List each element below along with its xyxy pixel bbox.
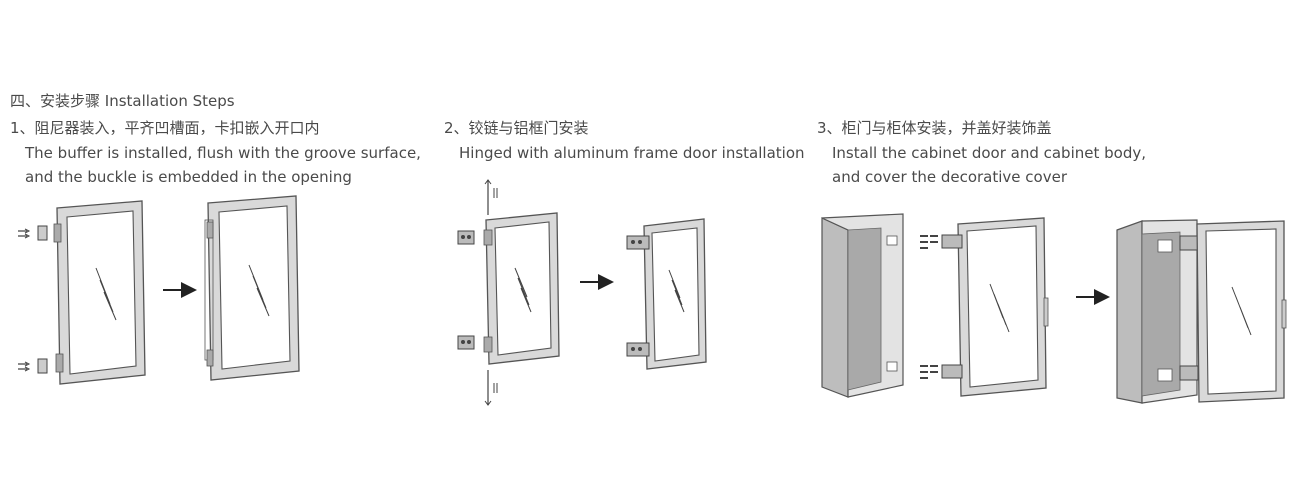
- section-heading: 四、安装步骤 Installation Steps: [10, 92, 235, 110]
- step-2-description-line-1: Hinged with aluminum frame door installa…: [459, 144, 805, 162]
- door-frame-after: [204, 195, 300, 381]
- cabinet-door-before: [941, 217, 1049, 397]
- damper-part-top: [18, 225, 48, 241]
- door-frame-before: [53, 200, 146, 385]
- step-1-description-line-2: and the buckle is embedded in the openin…: [25, 168, 352, 186]
- step-1-title: 1、阻尼器装入，平齐凹槽面，卡扣嵌入开口内: [10, 119, 320, 137]
- screw-top: [484, 179, 498, 215]
- step-1-description-line-1: The buffer is installed, flush with the …: [25, 144, 421, 162]
- step-3-title: 3、柜门与柜体安装，并盖好装饰盖: [817, 119, 1052, 137]
- aluminum-door-before: [483, 212, 560, 365]
- cabinet-assembled: [1116, 219, 1287, 404]
- step-3-illustration: [821, 213, 1287, 404]
- step-2-illustration: [457, 179, 707, 406]
- screws-top-set: [920, 235, 938, 249]
- hinge-left-bottom: [457, 335, 475, 350]
- step-1-illustration: [18, 195, 300, 385]
- step-2-title: 2、铰链与铝框门安装: [444, 119, 589, 137]
- step-3-description-line-2: and cover the decorative cover: [832, 168, 1067, 186]
- aluminum-door-after: [626, 218, 707, 370]
- cabinet-body-before: [821, 213, 904, 398]
- hinge-left-top: [457, 230, 475, 245]
- step-3-description-line-1: Install the cabinet door and cabinet bod…: [832, 144, 1146, 162]
- screws-bottom-set: [920, 365, 938, 379]
- screw-bottom: [484, 370, 498, 406]
- damper-part-bottom: [18, 358, 48, 374]
